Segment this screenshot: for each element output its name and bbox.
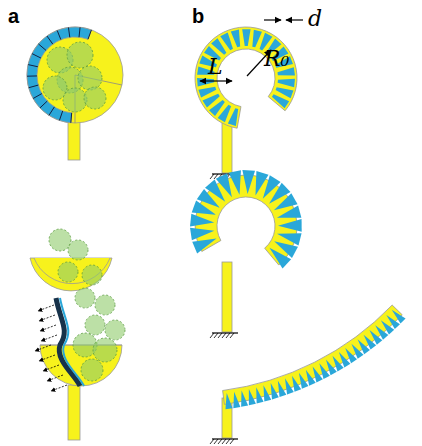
flow-arrow — [35, 345, 51, 351]
flow-arrow — [43, 365, 59, 371]
panel-label: b — [192, 6, 204, 26]
actuator-tooth — [285, 378, 294, 394]
actuator-tooth — [392, 310, 406, 324]
particle — [75, 288, 95, 308]
band-segment — [28, 65, 38, 67]
flow-arrow — [40, 325, 56, 331]
trap-body — [27, 27, 123, 123]
band-segment — [57, 30, 61, 39]
actuator-tooth — [198, 87, 216, 98]
particle — [58, 262, 78, 282]
dim-arrow — [264, 19, 281, 20]
ground-hatch — [214, 439, 218, 444]
actuator-tooth — [228, 108, 238, 126]
particle — [85, 315, 105, 335]
actuator-tooth — [192, 238, 216, 253]
panel-label: a — [8, 6, 19, 26]
band-segment — [32, 54, 41, 58]
actuator-tooth — [271, 383, 279, 399]
actuator-tooth — [269, 248, 291, 269]
particle — [82, 265, 102, 285]
actuator-tooth — [274, 193, 298, 210]
actuator-tooth — [249, 389, 256, 405]
actuator-tooth — [225, 393, 232, 409]
actuator-tooth — [278, 381, 286, 397]
band-segment — [38, 44, 46, 50]
stem — [68, 385, 80, 440]
flow-arrow — [38, 305, 54, 311]
actuator-tooth — [229, 170, 241, 194]
particle — [73, 333, 97, 357]
actuator-tooth — [202, 94, 219, 108]
actuator-tooth — [252, 30, 262, 48]
dimension-label: d — [308, 8, 322, 30]
particle — [81, 359, 103, 381]
particle — [78, 66, 102, 90]
actuator-tooth — [292, 376, 301, 392]
actuator-tooth — [220, 33, 233, 51]
ground-hatch — [230, 439, 234, 444]
band-segment — [68, 27, 69, 37]
ground-hatch — [226, 333, 230, 338]
particle — [68, 240, 88, 260]
ring — [195, 27, 297, 128]
particle — [84, 87, 106, 109]
particle — [63, 88, 87, 112]
band-segment — [49, 107, 54, 115]
actuator-tooth — [190, 228, 214, 241]
actuator-tooth — [190, 214, 214, 227]
band-segment — [47, 36, 53, 44]
band-segment — [27, 75, 37, 76]
ground-hatch — [222, 333, 226, 338]
band-segment — [33, 94, 42, 99]
actuator-tooth — [272, 94, 289, 108]
band-segment — [29, 85, 39, 88]
actuator-tooth — [231, 30, 240, 48]
flow-arrow — [51, 385, 67, 391]
ground-hatch — [210, 174, 214, 179]
figure — [27, 27, 406, 444]
ring — [223, 305, 403, 404]
particle — [93, 338, 117, 362]
ground-hatch — [222, 439, 226, 444]
ground-hatch — [210, 333, 214, 338]
actuator-tooth — [242, 29, 250, 46]
band-segment — [88, 30, 91, 39]
flow-arrow — [39, 315, 55, 321]
particle — [49, 229, 71, 251]
ground-hatch — [214, 333, 218, 338]
actuator-tooth — [278, 219, 302, 232]
flow-arrow — [41, 335, 57, 341]
dimension-label: L — [208, 56, 223, 78]
ring — [195, 175, 297, 265]
actuator-tooth — [216, 173, 232, 197]
particle — [95, 295, 115, 315]
actuator-tooth — [242, 170, 255, 194]
dim-arrow — [200, 80, 232, 81]
actuator-tooth — [278, 79, 295, 87]
band-segment — [59, 111, 62, 120]
ground-hatch — [210, 439, 214, 444]
actuator-tooth — [233, 392, 240, 408]
band-segment — [79, 27, 80, 37]
actuator-tooth — [263, 385, 271, 401]
ground-hatch — [230, 333, 234, 338]
ground-hatch — [218, 439, 222, 444]
flow-arrow — [47, 375, 63, 381]
particle — [67, 42, 93, 68]
band-segment — [70, 113, 72, 123]
actuator-tooth — [197, 78, 214, 86]
particle — [105, 320, 125, 340]
actuator-tooth — [241, 390, 248, 406]
ground-hatch — [226, 439, 230, 444]
ground-hatch — [218, 333, 222, 338]
trap-lid — [30, 258, 112, 291]
actuator-tooth — [256, 387, 263, 403]
stem — [222, 262, 232, 332]
flow-arrow — [39, 355, 55, 361]
dimension-label: R₀ — [264, 48, 289, 70]
actuator-tooth — [277, 205, 301, 217]
dim-arrow — [286, 19, 303, 20]
band-segment — [40, 101, 47, 108]
